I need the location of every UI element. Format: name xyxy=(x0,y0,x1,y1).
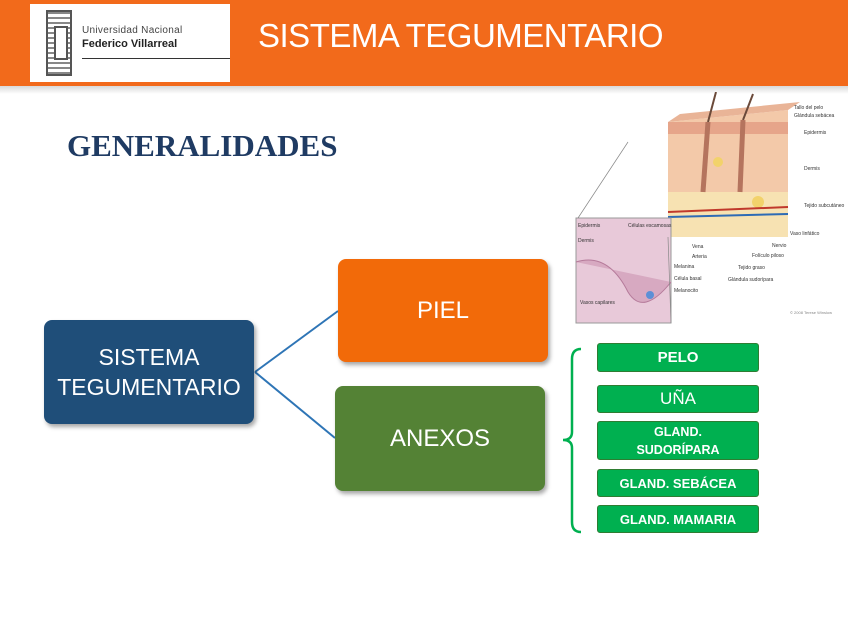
inset-panel xyxy=(575,217,672,324)
anexos-brace xyxy=(562,347,582,534)
label-epidermis: Epidermis xyxy=(804,130,827,136)
label-tallo-pelo: Tallo del pelo xyxy=(794,105,823,111)
anexo-item-una: UÑA xyxy=(597,385,759,413)
label-tejido-subcutaneo: Tejido subcutáneo xyxy=(804,203,845,209)
anexo-item-mamaria: GLAND. MAMARIA xyxy=(597,505,759,533)
anexo-item-sudoripara: GLAND. SUDORÍPARA xyxy=(597,421,759,460)
section-title: GENERALIDADES xyxy=(67,128,338,163)
university-emblem-icon xyxy=(46,10,72,76)
label-vaso-linfatico: Vaso linfático xyxy=(790,231,820,237)
logo-divider xyxy=(82,58,230,59)
hair-follicle-2 xyxy=(737,119,746,193)
sebaceous-gland xyxy=(713,157,723,167)
inset-label-melanina: Melanina xyxy=(674,264,695,270)
connector-anexos xyxy=(254,371,336,439)
label-foliculo-piloso: Folículo piloso xyxy=(752,253,784,259)
logo-line-2: Federico Villarreal xyxy=(82,38,178,50)
anexo-item-pelo: PELO xyxy=(597,343,759,372)
anexo-item-sebacea: GLAND. SEBÁCEA xyxy=(597,469,759,497)
root-box: SISTEMA TEGUMENTARIO xyxy=(44,320,254,424)
hair-shaft-2 xyxy=(742,93,754,121)
illustration-copyright: © 2008 Terese Winslow xyxy=(790,310,832,315)
piel-box: PIEL xyxy=(338,259,548,362)
connector-piel xyxy=(254,310,339,373)
sweat-gland xyxy=(752,196,764,208)
header-shadow xyxy=(0,86,848,94)
skin-block-top xyxy=(668,102,800,122)
label-nervio: Nervio xyxy=(772,243,787,249)
root-label: SISTEMA TEGUMENTARIO xyxy=(57,344,241,400)
anexo-item-sudoripara-label: GLAND. SUDORÍPARA xyxy=(636,424,720,457)
logo-line-1: Universidad Nacional xyxy=(82,25,183,36)
epidermis-layer xyxy=(668,122,788,134)
vein xyxy=(667,213,789,218)
label-glandula-sebacea: Glándula sebácea xyxy=(794,113,835,119)
inset-label-melanocito: Melanocito xyxy=(674,288,698,294)
page-title: SISTEMA TEGUMENTARIO xyxy=(258,17,664,54)
university-logo: Universidad Nacional Federico Villarreal xyxy=(30,4,230,82)
label-arteria: Arteria xyxy=(692,254,707,260)
anexos-label: ANEXOS xyxy=(389,424,491,452)
artery xyxy=(667,206,789,213)
label-dermis: Dermis xyxy=(804,166,820,172)
hair-shaft-1 xyxy=(707,92,717,123)
hair-follicle-1 xyxy=(700,121,711,193)
anexos-box: ANEXOS xyxy=(335,386,545,491)
piel-label: PIEL xyxy=(416,296,470,324)
inset-label-epidermis: Epidermis xyxy=(578,223,601,229)
melanocyte xyxy=(646,291,654,299)
inset-pointer-top xyxy=(577,141,629,219)
label-glandula-sudoripara: Glándula sudorípara xyxy=(728,277,774,283)
skin-illustration: Tallo del pelo Glándula sebácea Epidermi… xyxy=(575,92,845,324)
label-tejido-graso: Tejido graso xyxy=(738,265,765,271)
inset-label-celulas-escamosas: Células escamosas xyxy=(628,223,672,229)
inset-label-vasos-capilares: Vasos capilares xyxy=(580,300,615,306)
inset-label-dermis: Dermis xyxy=(578,238,594,244)
inset-pointer-bottom xyxy=(667,236,672,324)
inset-label-celula-basal: Célula basal xyxy=(674,276,702,282)
inset-dermis xyxy=(575,259,672,303)
header-bar: Universidad Nacional Federico Villarreal… xyxy=(0,0,848,86)
label-vena: Vena xyxy=(692,244,704,250)
